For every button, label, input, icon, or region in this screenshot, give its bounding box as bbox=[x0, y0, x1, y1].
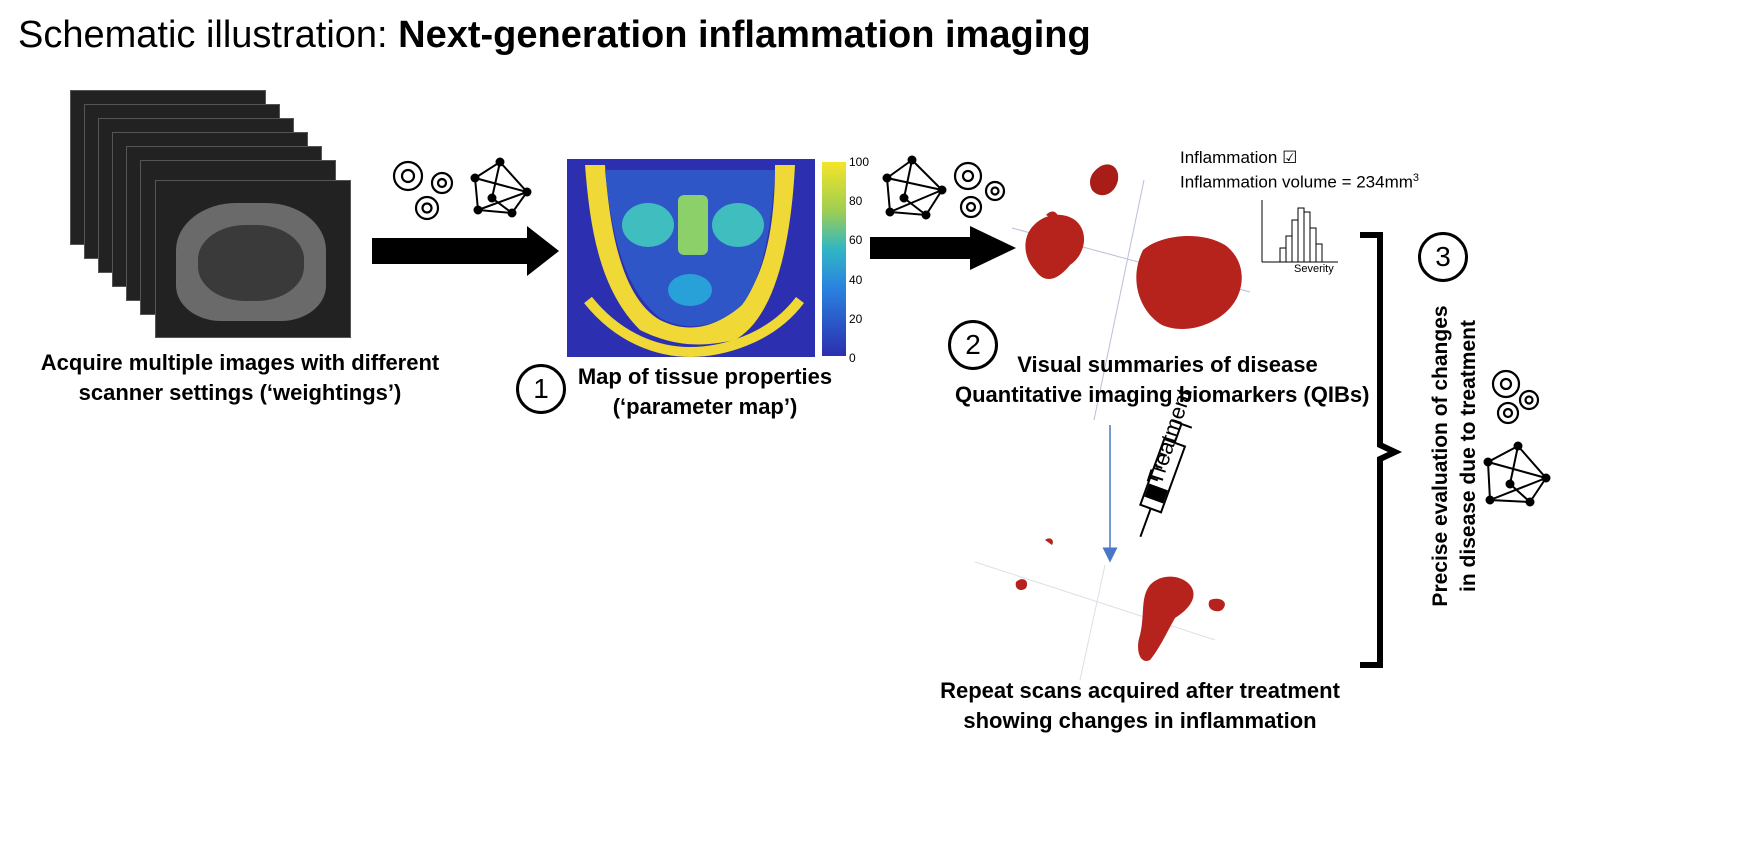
network-icon bbox=[470, 157, 532, 218]
lesion-render-upper bbox=[1011, 164, 1251, 421]
precise-evaluation-caption: Precise evaluation of changes in disease… bbox=[1427, 291, 1483, 621]
histogram-icon bbox=[1261, 200, 1338, 263]
inflammation-text: Inflammation bbox=[1180, 148, 1278, 167]
gears-icon bbox=[953, 161, 1006, 219]
step-2-badge: 2 bbox=[948, 320, 998, 370]
visual-summary-line1: Visual summaries of disease bbox=[1017, 352, 1318, 377]
colorbar-tick: 100 bbox=[849, 155, 869, 169]
step-number: 2 bbox=[965, 329, 981, 360]
gears-icon bbox=[1491, 369, 1540, 425]
checkbox-icon: ☑ bbox=[1282, 148, 1298, 167]
colorbar-tick: 40 bbox=[849, 273, 863, 287]
gears-icon bbox=[392, 160, 454, 221]
colorbar-tick: 60 bbox=[849, 233, 863, 247]
acquire-caption-line2: scanner settings (‘weightings’) bbox=[78, 380, 402, 405]
lesion-render-lower bbox=[974, 538, 1225, 681]
network-icon bbox=[882, 155, 947, 220]
step-number: 3 bbox=[1435, 241, 1451, 272]
colorbar-tick: 80 bbox=[849, 194, 863, 208]
parameter-map bbox=[567, 159, 846, 358]
process-arrow-1 bbox=[372, 226, 559, 276]
title-bold: Next-generation inflammation imaging bbox=[398, 14, 1091, 56]
visual-summary-caption: Visual summaries of disease Quantitative… bbox=[955, 350, 1370, 410]
precise-line2: in disease due to treatment bbox=[1457, 320, 1480, 592]
map-caption: Map of tissue properties (‘parameter map… bbox=[560, 362, 850, 422]
inflammation-label: Inflammation ☑ bbox=[1180, 148, 1297, 168]
colorbar-tick: 0 bbox=[849, 351, 856, 365]
precise-line1: Precise evaluation of changes bbox=[1429, 305, 1452, 607]
mri-slice-front bbox=[155, 180, 351, 338]
repeat-scans-caption: Repeat scans acquired after treatment sh… bbox=[940, 676, 1340, 736]
process-arrow-2 bbox=[870, 226, 1016, 270]
repeat-caption-line1: Repeat scans acquired after treatment bbox=[940, 678, 1340, 703]
step-3-badge: 3 bbox=[1418, 232, 1468, 282]
inflammation-volume: Inflammation volume = 234mm3 bbox=[1180, 172, 1419, 193]
map-caption-line1: Map of tissue properties bbox=[577, 364, 833, 389]
step-1-badge: 1 bbox=[516, 364, 566, 414]
step-number: 1 bbox=[533, 373, 549, 404]
acquire-caption-line1: Acquire multiple images with different bbox=[40, 350, 440, 375]
colorbar-ticks: 100 80 60 40 20 0 bbox=[849, 155, 869, 365]
map-caption-line2: (‘parameter map’) bbox=[612, 394, 798, 419]
colorbar-tick: 20 bbox=[849, 312, 863, 326]
page-title: Schematic illustration: Next-generation … bbox=[18, 14, 1091, 57]
network-icon bbox=[1483, 441, 1551, 507]
histogram-label: Severity bbox=[1294, 263, 1334, 275]
repeat-caption-line2: showing changes in inflammation bbox=[963, 708, 1317, 733]
bracket bbox=[1360, 232, 1403, 668]
volume-unit-superscript: 3 bbox=[1412, 172, 1420, 184]
volume-text: Inflammation volume = 234mm bbox=[1180, 172, 1413, 192]
acquire-caption: Acquire multiple images with different s… bbox=[40, 348, 440, 408]
syringe-icon bbox=[1139, 419, 1193, 538]
title-prefix: Schematic illustration: bbox=[18, 14, 399, 56]
visual-summary-line2: Quantitative imaging biomarkers (QIBs) bbox=[955, 382, 1370, 407]
